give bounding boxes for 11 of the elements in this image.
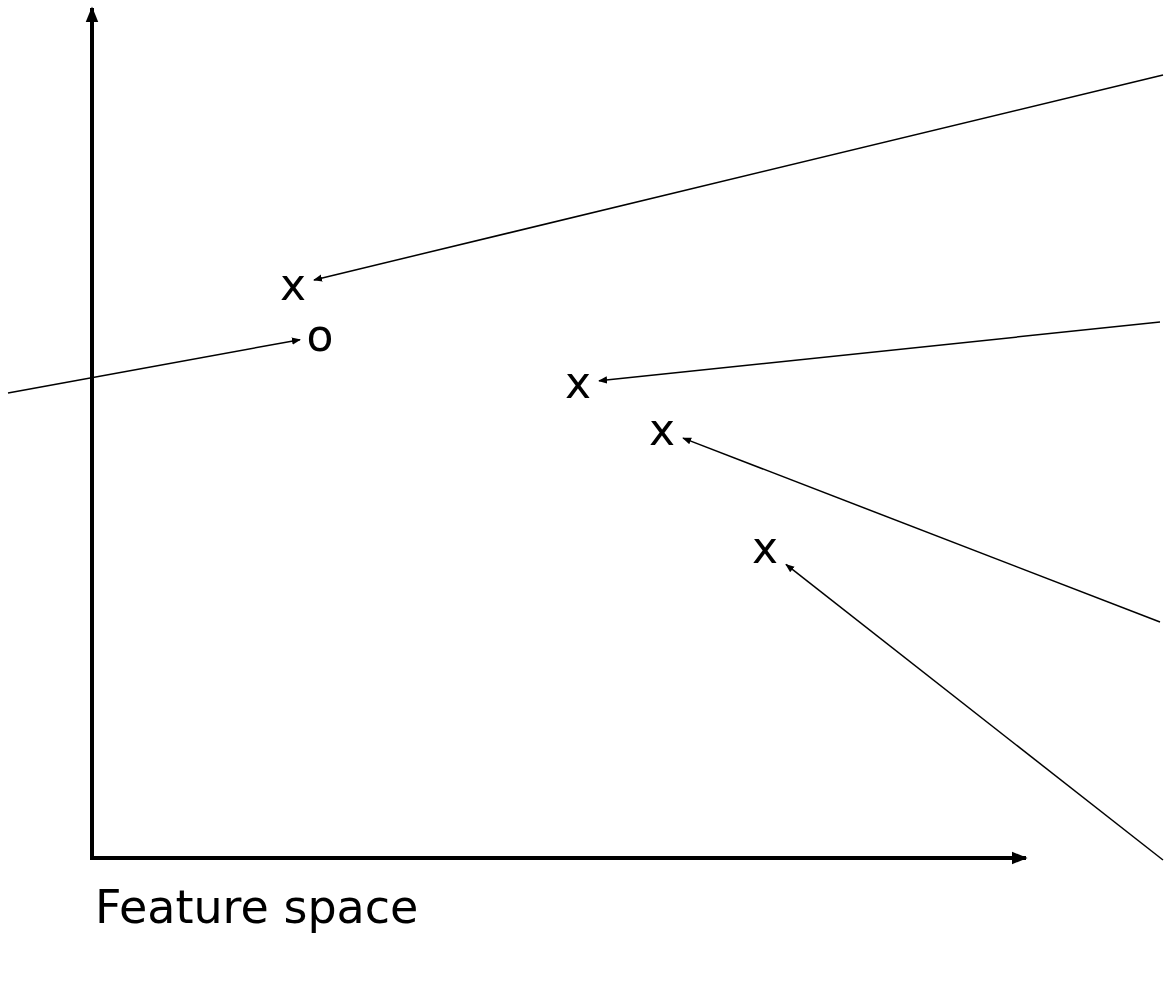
arrow: [313, 74, 1164, 282]
point-marker: x: [747, 527, 783, 569]
arrow: [7, 337, 301, 394]
point-marker: x: [644, 409, 680, 451]
arrow: [785, 563, 1164, 861]
axis-caption: Feature space: [95, 880, 419, 934]
point-marker: x: [275, 264, 311, 306]
arrow: [598, 321, 1161, 384]
point-marker: o: [303, 316, 337, 356]
arrow: [682, 437, 1161, 623]
point-marker: x: [560, 362, 596, 404]
